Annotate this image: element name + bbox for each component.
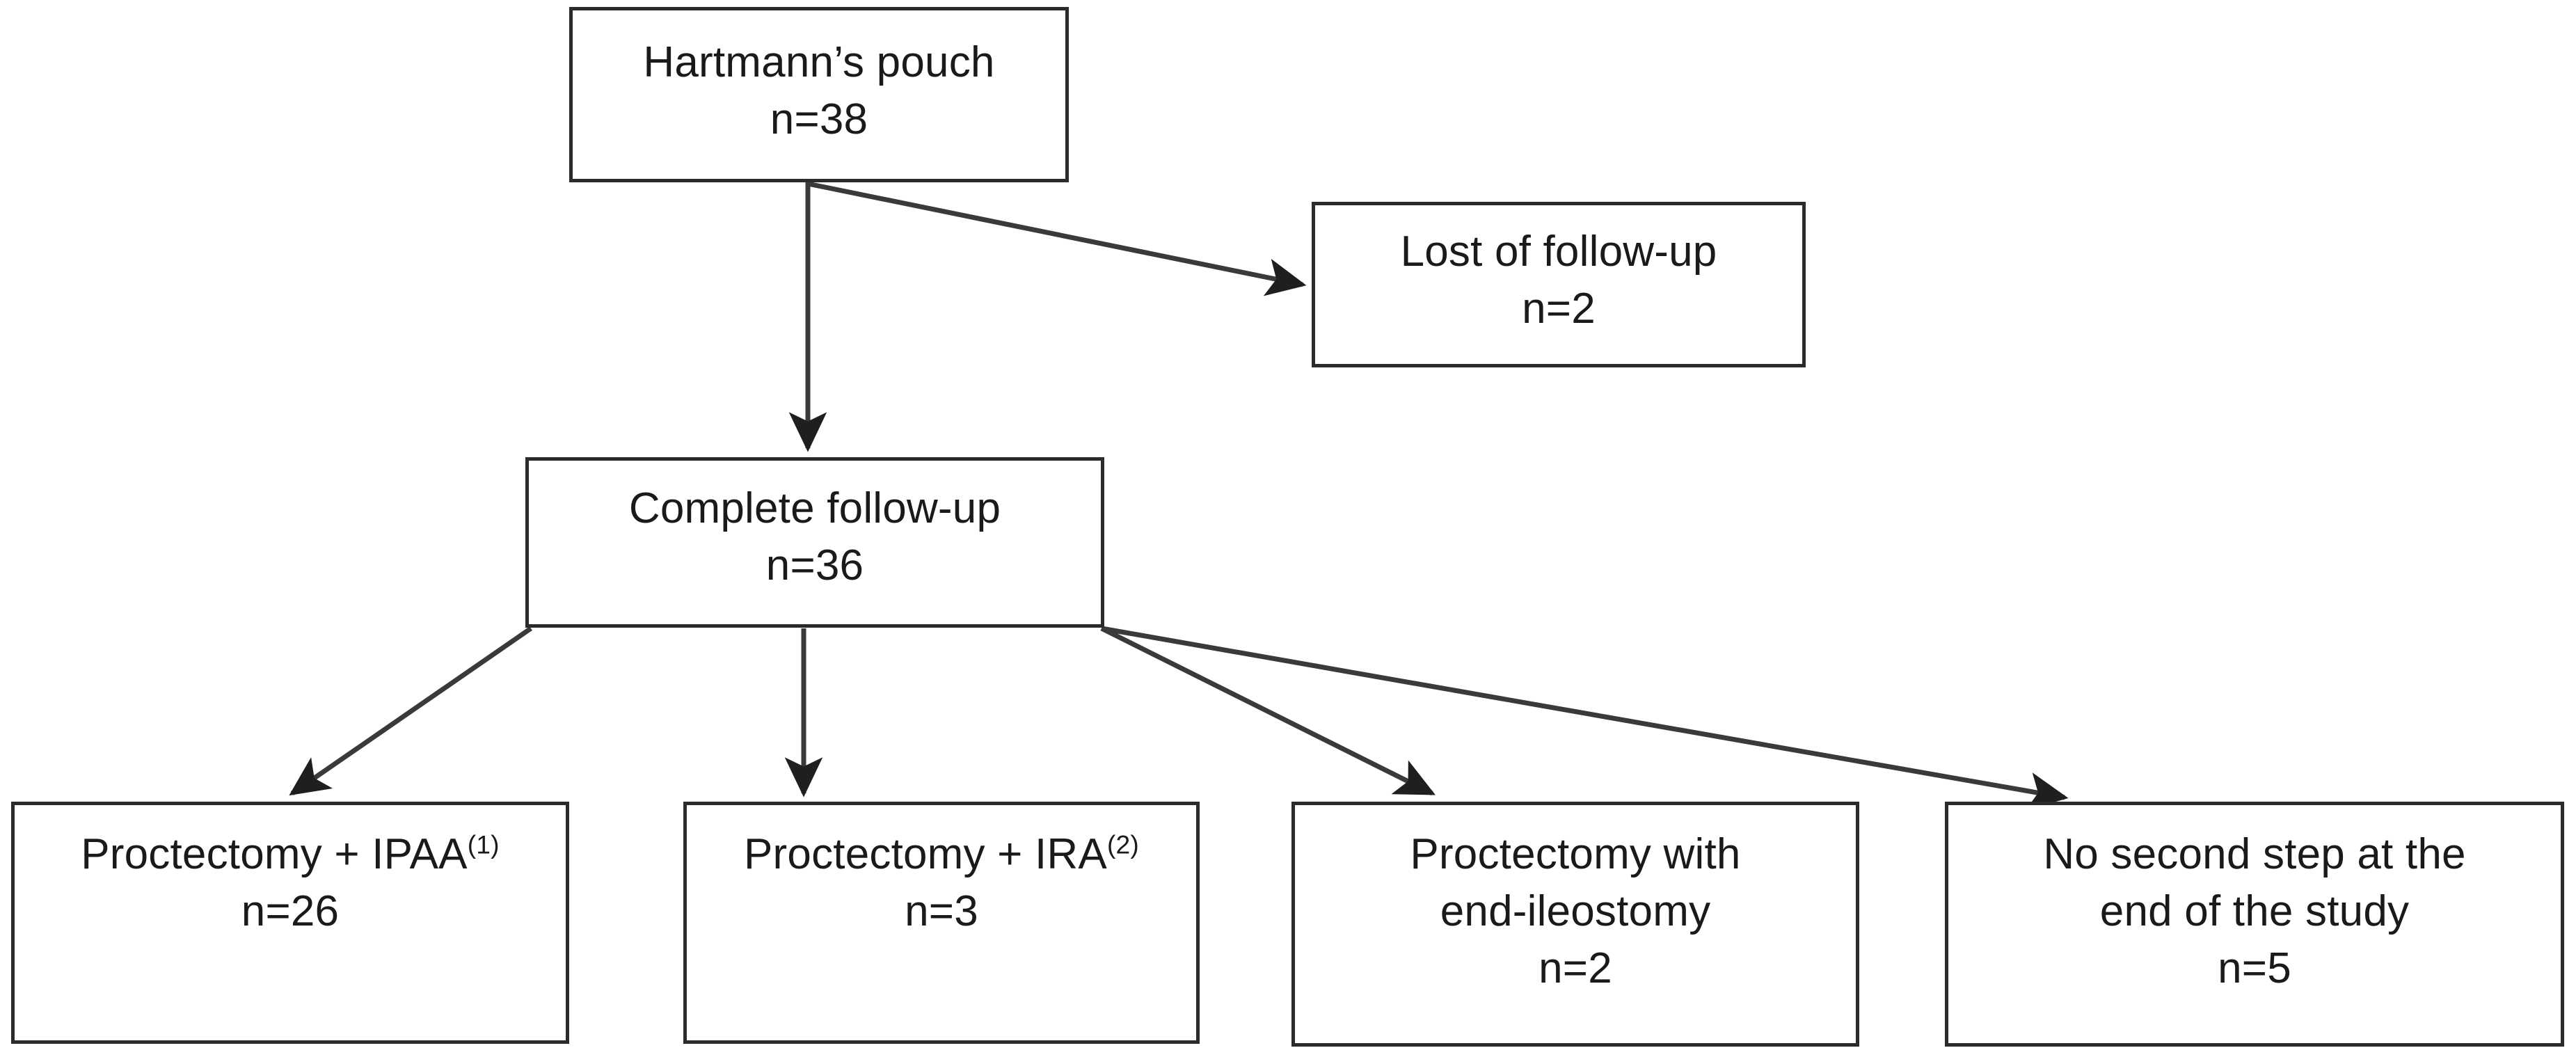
node-proctectomy-end-ileostomy-title-line2: end-ileostomy xyxy=(1440,887,1711,935)
node-hartmann-pouch-title: Hartmann’s pouch xyxy=(643,38,995,86)
node-proctectomy-ira[interactable]: Proctectomy + IRA(2) n=3 xyxy=(683,802,1200,1044)
node-lost-of-follow-up[interactable]: Lost of follow-up n=2 xyxy=(1312,202,1806,367)
edge-complete-to-endileostomy xyxy=(1100,626,1436,796)
node-proctectomy-ipaa-title: Proctectomy + IPAA(1) xyxy=(15,826,566,883)
node-complete-follow-up[interactable]: Complete follow-up n=36 xyxy=(525,457,1104,628)
node-proctectomy-end-ileostomy-count: n=2 xyxy=(1539,944,1612,992)
node-proctectomy-ipaa-count: n=26 xyxy=(241,887,340,935)
node-no-second-step-count: n=5 xyxy=(2218,944,2291,992)
node-lost-of-follow-up-title: Lost of follow-up xyxy=(1400,228,1717,276)
node-proctectomy-end-ileostomy-title-line1: Proctectomy with xyxy=(1410,830,1741,878)
node-complete-follow-up-count: n=36 xyxy=(765,541,864,589)
node-hartmann-pouch-count: n=38 xyxy=(770,95,868,143)
node-no-second-step-title-line1: No second step at the xyxy=(2043,830,2466,878)
node-proctectomy-end-ileostomy[interactable]: Proctectomy with end-ileostomy n=2 xyxy=(1291,802,1859,1047)
node-no-second-step-title-line2: end of the study xyxy=(2099,887,2410,935)
edge-hartmann-to-lost xyxy=(807,181,1307,296)
node-complete-follow-up-title: Complete follow-up xyxy=(628,484,1001,532)
node-proctectomy-ipaa-footnote-marker: (1) xyxy=(467,829,500,859)
edge-complete-to-ipaa xyxy=(289,626,532,796)
node-proctectomy-ira-footnote-marker: (2) xyxy=(1106,829,1140,859)
node-proctectomy-ipaa[interactable]: Proctectomy + IPAA(1) n=26 xyxy=(11,802,569,1044)
node-proctectomy-ira-title: Proctectomy + IRA(2) xyxy=(687,826,1196,883)
node-proctectomy-ipaa-title-text: Proctectomy + IPAA xyxy=(81,830,468,878)
node-hartmann-pouch[interactable]: Hartmann’s pouch n=38 xyxy=(569,7,1069,182)
node-no-second-step[interactable]: No second step at the end of the study n… xyxy=(1945,802,2564,1047)
node-lost-of-follow-up-count: n=2 xyxy=(1522,284,1596,333)
node-proctectomy-ira-count: n=3 xyxy=(905,887,978,935)
edge-complete-to-nosecond xyxy=(1101,626,2069,810)
node-proctectomy-ira-title-text: Proctectomy + IRA xyxy=(743,830,1107,878)
